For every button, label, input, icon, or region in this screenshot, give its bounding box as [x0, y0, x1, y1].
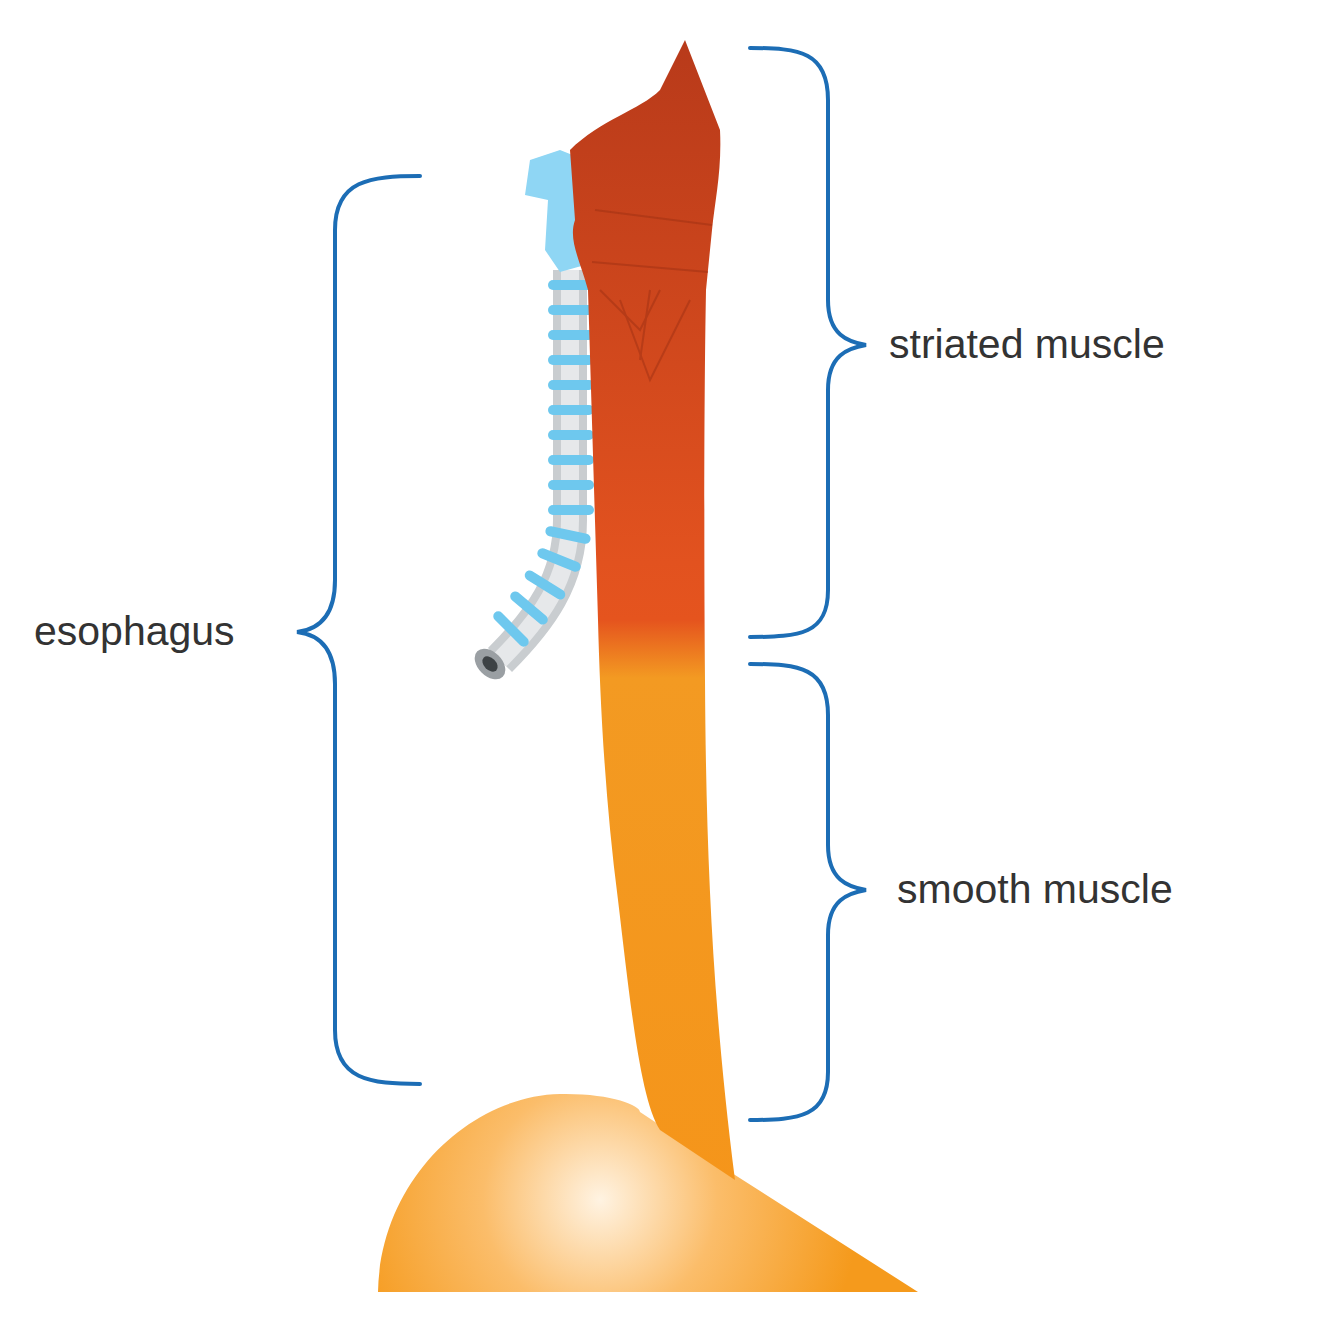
trachea: [469, 270, 594, 685]
bracket: [297, 48, 866, 1120]
stomach: [378, 1094, 918, 1292]
esophagus-tube: [570, 40, 735, 1180]
part-label: striated muscle: [889, 320, 1165, 369]
part-label: esophagus: [34, 607, 235, 656]
part-label: smooth muscle: [897, 865, 1173, 914]
